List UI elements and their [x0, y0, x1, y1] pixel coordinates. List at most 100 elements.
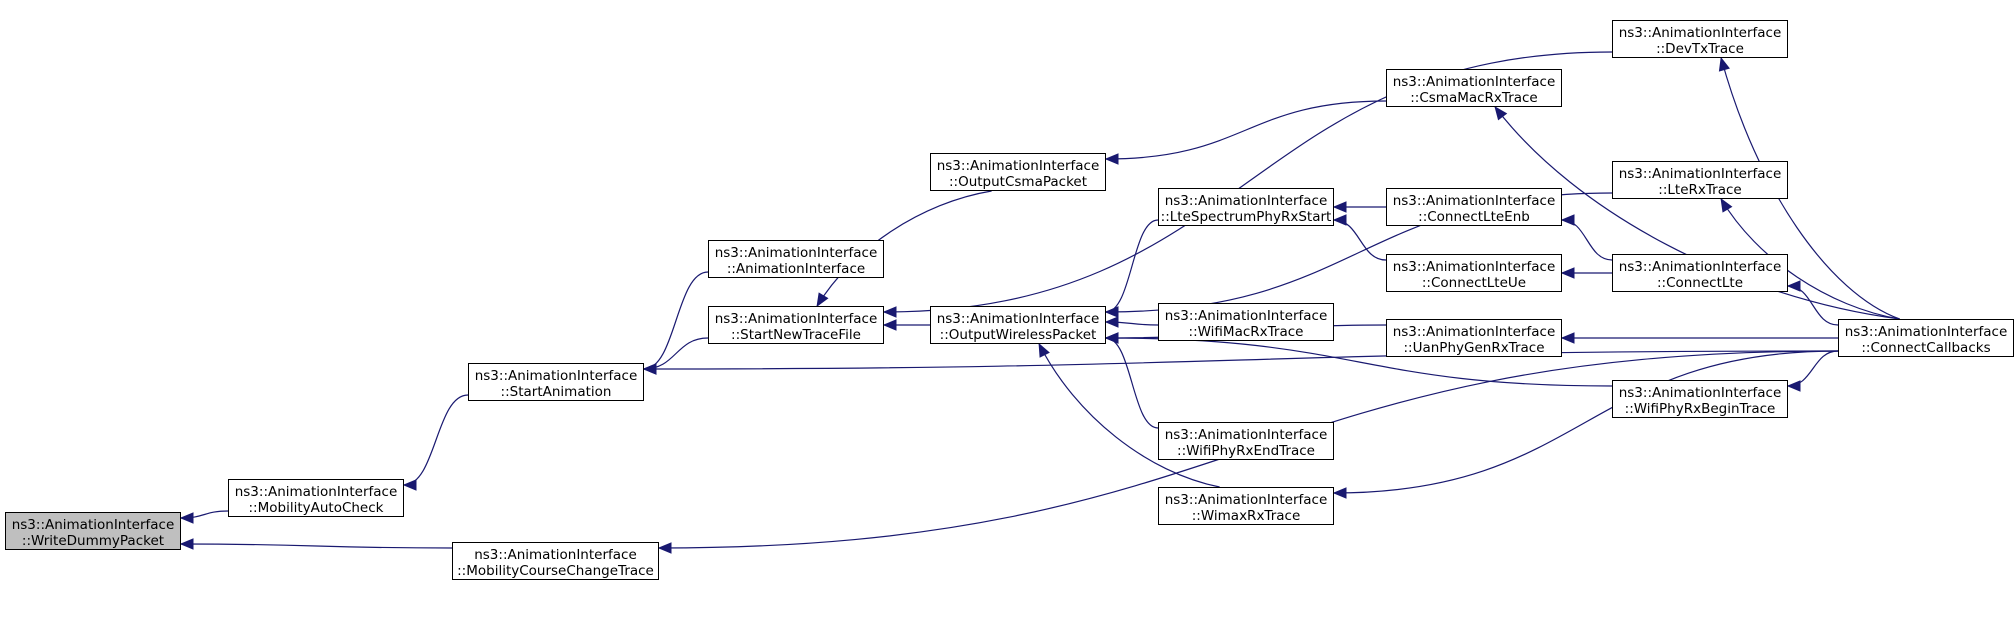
- edge-conncb-to-connlte: [1787, 285, 1839, 326]
- node-start-trace[interactable]: ns3::AnimationInterface::StartNewTraceFi…: [708, 306, 884, 344]
- node-method-label: ::StartAnimation: [500, 384, 612, 400]
- node-method-label: ::ConnectLte: [1656, 275, 1744, 291]
- node-method-label: ::ConnectCallbacks: [1861, 340, 1991, 356]
- arrowhead: [402, 479, 417, 491]
- node-namespace-label: ns3::AnimationInterface: [234, 484, 398, 500]
- node-method-label: ::LteSpectrumPhyRxStart: [1160, 209, 1332, 225]
- node-devtx[interactable]: ns3::AnimationInterface::DevTxTrace: [1612, 20, 1788, 58]
- node-namespace-label: ns3::AnimationInterface: [1392, 259, 1556, 275]
- node-wimax[interactable]: ns3::AnimationInterface::WimaxRxTrace: [1158, 487, 1334, 525]
- node-method-label: ::UanPhyGenRxTrace: [1403, 340, 1545, 356]
- node-wifi-begin[interactable]: ns3::AnimationInterface::WifiPhyRxBeginT…: [1612, 380, 1788, 418]
- edge-wifi_end-to-out_wireless: [1105, 337, 1159, 429]
- arrowhead: [816, 292, 829, 308]
- arrowhead: [882, 306, 897, 318]
- arrowhead: [1332, 214, 1347, 226]
- node-namespace-label: ns3::AnimationInterface: [1392, 74, 1556, 90]
- arrowhead: [657, 542, 672, 554]
- node-method-label: ::LteRxTrace: [1658, 182, 1742, 198]
- edge-out_csma-to-start_trace: [816, 190, 992, 307]
- node-namespace-label: ns3::AnimationInterface: [1164, 308, 1328, 324]
- node-method-label: ::WifiPhyRxBeginTrace: [1624, 401, 1776, 417]
- node-method-label: ::DevTxTrace: [1656, 41, 1744, 57]
- node-namespace-label: ns3::AnimationInterface: [1618, 259, 1782, 275]
- edge-mob_course-to-write: [180, 543, 453, 549]
- edge-devtx-to-start_trace: [883, 51, 1613, 313]
- node-method-label: ::StartNewTraceFile: [731, 327, 861, 343]
- node-namespace-label: ns3::AnimationInterface: [1392, 324, 1556, 340]
- arrowhead: [179, 512, 194, 524]
- node-method-label: ::ConnectLteUe: [1421, 275, 1527, 291]
- node-method-label: ::ConnectLteEnb: [1418, 209, 1530, 225]
- node-method-label: ::WriteDummyPacket: [21, 533, 165, 549]
- arrowhead: [1104, 332, 1119, 344]
- edge-start_anim-to-mob_auto: [403, 394, 469, 486]
- edge-lte_spec-to-out_wireless: [1105, 219, 1159, 313]
- edge-wimax-to-out_wireless: [1038, 343, 1220, 488]
- edge-conn_ue-to-lte_spec: [1333, 219, 1387, 261]
- node-mob-course[interactable]: ns3::AnimationInterface::MobilityCourseC…: [452, 542, 659, 580]
- node-connlte[interactable]: ns3::AnimationInterface::ConnectLte: [1612, 254, 1788, 292]
- node-write[interactable]: ns3::AnimationInterface::WriteDummyPacke…: [5, 512, 181, 550]
- node-namespace-label: ns3::AnimationInterface: [714, 311, 878, 327]
- edge-connlte-to-conn_enb: [1561, 219, 1613, 261]
- arrowhead: [1104, 316, 1119, 328]
- node-namespace-label: ns3::AnimationInterface: [936, 158, 1100, 174]
- arrowhead: [882, 319, 897, 331]
- node-conn-enb[interactable]: ns3::AnimationInterface::ConnectLteEnb: [1386, 188, 1562, 226]
- edge-conncb-to-wifi_begin: [1787, 350, 1839, 387]
- edge-conncb-to-start_anim: [643, 350, 1839, 370]
- arrowhead: [1560, 267, 1575, 279]
- node-namespace-label: ns3::AnimationInterface: [11, 517, 175, 533]
- node-method-label: ::OutputCsmaPacket: [948, 174, 1088, 190]
- edge-conncb-to-devtx: [1720, 57, 1900, 320]
- node-out-csma[interactable]: ns3::AnimationInterface::OutputCsmaPacke…: [930, 153, 1106, 191]
- arrowhead: [1718, 56, 1730, 72]
- arrowhead: [1104, 306, 1119, 318]
- arrowhead: [1560, 214, 1575, 226]
- edge-anim_iface-to-start_anim: [643, 271, 709, 370]
- arrowhead: [1332, 487, 1347, 499]
- node-conncb[interactable]: ns3::AnimationInterface::ConnectCallback…: [1838, 319, 2014, 357]
- node-uan[interactable]: ns3::AnimationInterface::UanPhyGenRxTrac…: [1386, 319, 1562, 357]
- arrowhead: [1332, 201, 1347, 213]
- node-namespace-label: ns3::AnimationInterface: [1164, 492, 1328, 508]
- node-namespace-label: ns3::AnimationInterface: [474, 547, 637, 563]
- edge-csma_mac-to-out_csma: [1105, 100, 1387, 160]
- node-lterx[interactable]: ns3::AnimationInterface::LteRxTrace: [1612, 161, 1788, 199]
- edge-conncb-to-lterx: [1720, 198, 1900, 320]
- node-method-label: ::WifiPhyRxEndTrace: [1177, 443, 1315, 459]
- node-method-label: ::WimaxRxTrace: [1191, 508, 1301, 524]
- node-namespace-label: ns3::AnimationInterface: [714, 245, 878, 261]
- node-namespace-label: ns3::AnimationInterface: [1618, 166, 1782, 182]
- edge-conncb-to-wimax: [1333, 350, 1839, 494]
- node-namespace-label: ns3::AnimationInterface: [1164, 427, 1328, 443]
- arrowhead: [1494, 105, 1508, 121]
- arrowhead: [642, 363, 657, 375]
- node-method-label: ::AnimationInterface: [726, 261, 866, 277]
- node-method-label: ::MobilityCourseChangeTrace: [457, 563, 654, 579]
- node-wifi-end[interactable]: ns3::AnimationInterface::WifiPhyRxEndTra…: [1158, 422, 1334, 460]
- node-csma-mac[interactable]: ns3::AnimationInterface::CsmaMacRxTrace: [1386, 69, 1562, 107]
- node-namespace-label: ns3::AnimationInterface: [474, 368, 638, 384]
- node-namespace-label: ns3::AnimationInterface: [1164, 193, 1328, 209]
- arrowhead: [1104, 153, 1119, 165]
- node-namespace-label: ns3::AnimationInterface: [1618, 385, 1782, 401]
- node-method-label: ::CsmaMacRxTrace: [1410, 90, 1538, 106]
- node-namespace-label: ns3::AnimationInterface: [936, 311, 1100, 327]
- node-anim-iface[interactable]: ns3::AnimationInterface::AnimationInterf…: [708, 240, 884, 278]
- edge-start_trace-to-start_anim: [643, 337, 709, 370]
- node-namespace-label: ns3::AnimationInterface: [1844, 324, 2008, 340]
- node-wifi-mac[interactable]: ns3::AnimationInterface::WifiMacRxTrace: [1158, 303, 1334, 341]
- arrowhead: [1786, 280, 1801, 292]
- node-lte-spec[interactable]: ns3::AnimationInterface::LteSpectrumPhyR…: [1158, 188, 1334, 226]
- arrowhead: [1560, 332, 1575, 344]
- arrowhead: [179, 538, 194, 550]
- node-start-anim[interactable]: ns3::AnimationInterface::StartAnimation: [468, 363, 644, 401]
- node-conn-ue[interactable]: ns3::AnimationInterface::ConnectLteUe: [1386, 254, 1562, 292]
- node-mob-auto[interactable]: ns3::AnimationInterface::MobilityAutoChe…: [228, 479, 404, 517]
- arrowhead: [1720, 197, 1733, 213]
- node-out-wireless[interactable]: ns3::AnimationInterface::OutputWirelessP…: [930, 306, 1106, 344]
- node-method-label: ::WifiMacRxTrace: [1188, 324, 1304, 340]
- node-namespace-label: ns3::AnimationInterface: [1392, 193, 1556, 209]
